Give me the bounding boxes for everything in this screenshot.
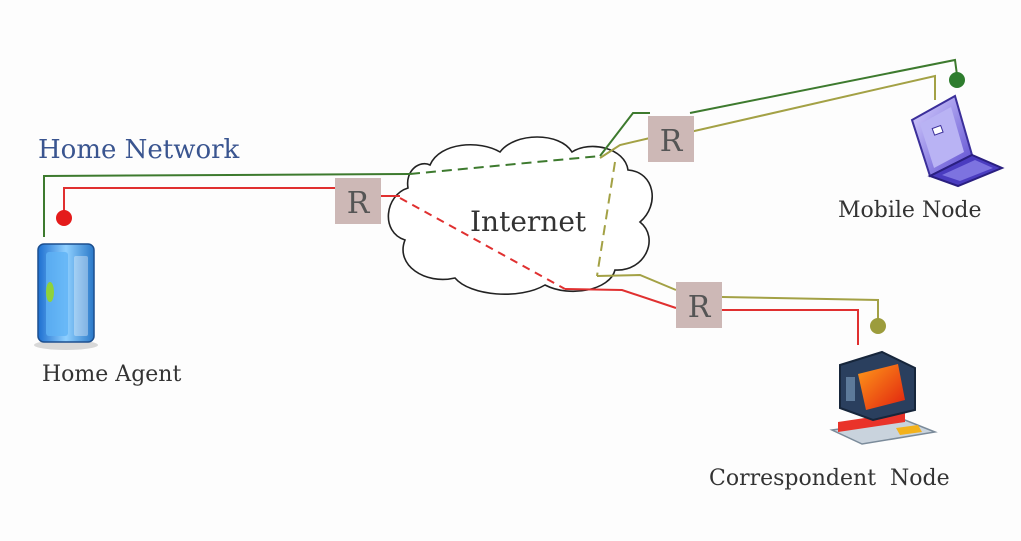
correspondent-node-label: Correspondent Node [709, 466, 950, 491]
laptop-icon [910, 94, 1005, 188]
internet-cloud [387, 136, 653, 295]
computer-icon [829, 350, 938, 445]
link-green-home [43, 58, 958, 237]
endpoint-green-dot [949, 72, 965, 88]
server-icon [34, 243, 98, 350]
endpoint-olive-dot [870, 318, 886, 334]
router-home-label: R [347, 186, 371, 221]
router-mobile-label: R [660, 124, 684, 159]
mobile-node-label: Mobile Node [838, 198, 982, 223]
router-home: R [335, 178, 381, 224]
link-red-home [63, 187, 859, 345]
router-correspondent: R [676, 282, 722, 328]
link-olive-correspondent [596, 74, 936, 322]
endpoint-red-dot [56, 210, 72, 226]
internet-label: Internet [470, 205, 587, 238]
router-correspondent-label: R [688, 290, 712, 325]
router-mobile: R [648, 116, 694, 162]
home-agent-label: Home Agent [42, 362, 181, 387]
home-network-label: Home Network [38, 135, 240, 165]
